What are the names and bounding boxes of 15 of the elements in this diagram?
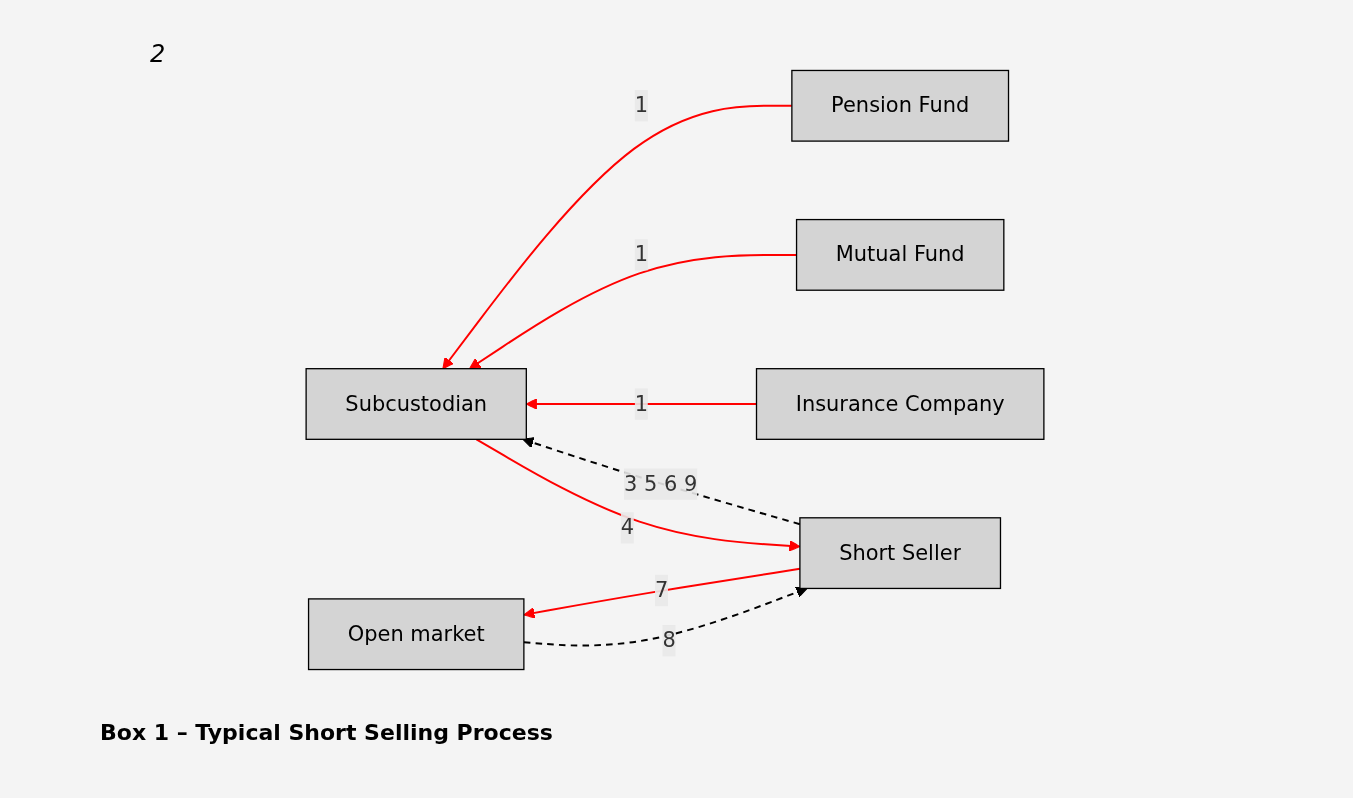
- edge-label: 1: [634, 92, 649, 118]
- node-box: Insurance Company: [755, 368, 1045, 440]
- node-box: Mutual Fund: [795, 218, 1005, 291]
- edge-label: 8: [662, 627, 676, 653]
- edge-label: 3 5 6 9: [624, 471, 698, 496]
- edge-label: 7: [655, 577, 669, 603]
- edge-label: 1: [634, 390, 649, 416]
- step-number: 2: [150, 40, 166, 68]
- caption: Box 1 – Typical Short Selling Process: [100, 720, 553, 745]
- node-box: Short Seller: [799, 517, 1002, 590]
- node-box: Open market: [307, 598, 525, 671]
- node-box: Pension Fund: [791, 69, 1010, 142]
- edge-label: 1: [634, 241, 649, 267]
- node-box: Subcustodian: [305, 368, 527, 440]
- edge-label: 4: [620, 514, 635, 540]
